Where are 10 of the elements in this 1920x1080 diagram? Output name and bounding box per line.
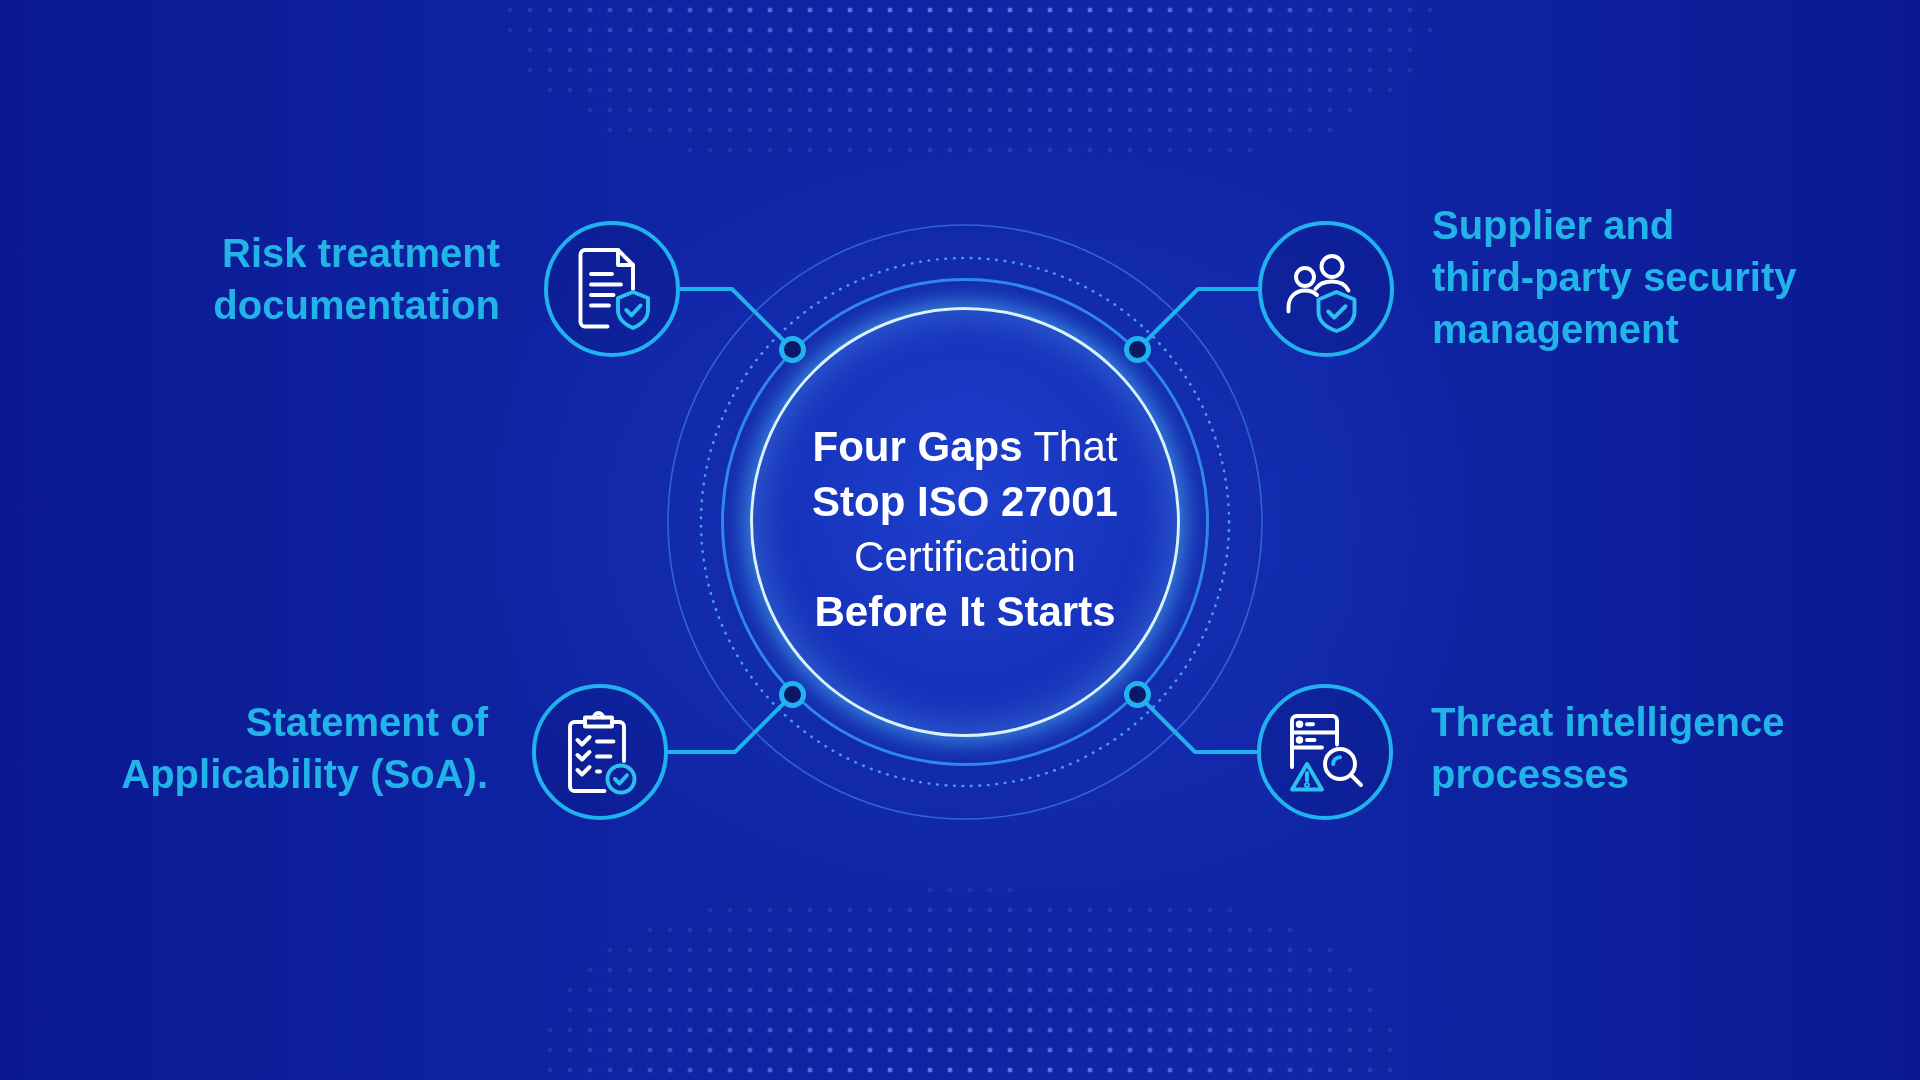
gap-label: Threat intelligence processes [1431, 699, 1786, 798]
connector-line [1124, 287, 1258, 363]
gap-label: Risk treatment documentation [212, 230, 500, 329]
gap-label: Statement of Applicability (SoA). [120, 699, 488, 798]
gap-label: Supplier and third-party security management [1432, 202, 1798, 353]
connector-line [680, 287, 806, 363]
connector-line [1124, 681, 1257, 754]
connector-line [668, 681, 806, 754]
center-circle [721, 278, 1209, 766]
center-heading: Four Gaps That Stop ISO 27001 Certification Before It Starts [811, 422, 1119, 637]
